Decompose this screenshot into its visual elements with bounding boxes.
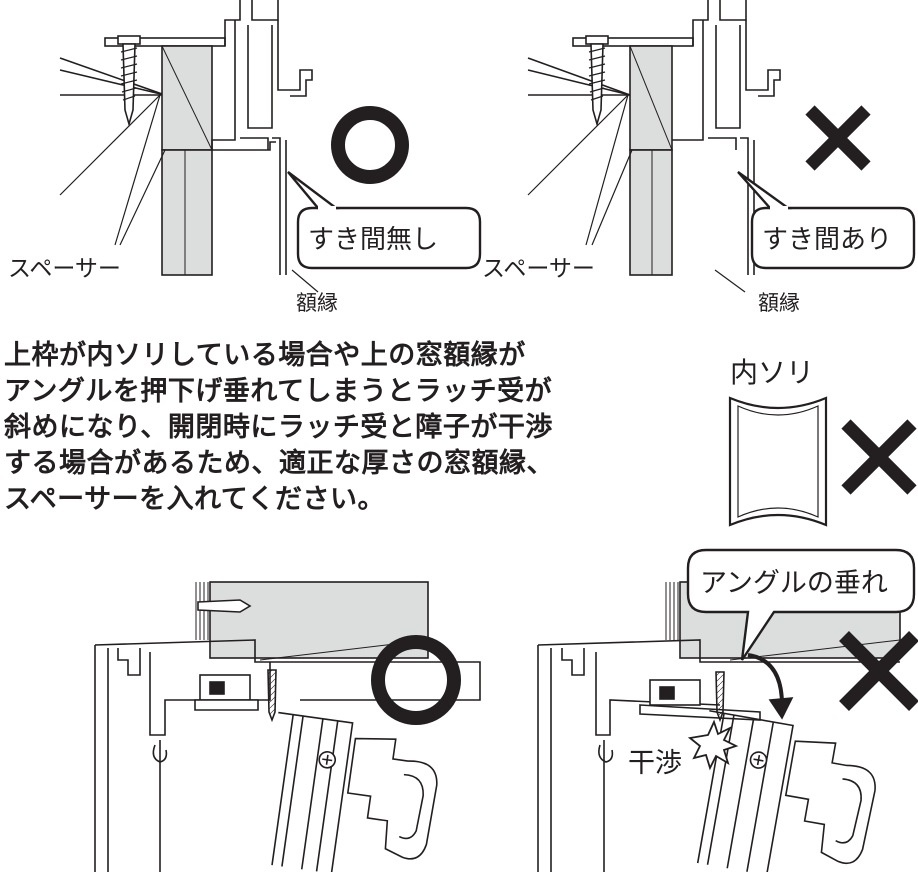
warp-label: 内ソリ — [730, 356, 814, 389]
diagram-with-gap — [527, 0, 781, 293]
label-spacer-left: スペーサー — [8, 256, 121, 282]
callout-with-gap-text: すき間あり — [762, 225, 892, 255]
diagram-latch-sagging — [537, 581, 901, 872]
correct-mark-icon — [331, 106, 409, 184]
instruction-line: する場合があるため、適正な厚さの窓額縁、 — [4, 448, 554, 479]
diagram-latch-correct — [94, 581, 481, 872]
callout-no-gap-text: すき間無し — [308, 225, 438, 255]
instruction-line: スペーサーを入れてください。 — [4, 484, 385, 515]
warp-illustration — [728, 396, 828, 527]
callout-with-gap — [737, 171, 916, 270]
label-frame-right: 額縁 — [758, 291, 800, 315]
label-interference: 干渉 — [628, 748, 682, 779]
instruction-line: 斜めになり、開閉時にラッチ受と障子が干渉 — [4, 412, 553, 443]
diagram-no-gap — [59, 0, 319, 293]
incorrect-mark-icon — [841, 419, 917, 495]
screw-icon — [585, 35, 609, 127]
instruction-line: 上枠が内ソリしている場合や上の窓額縁が — [4, 340, 526, 371]
incorrect-mark-icon — [805, 105, 871, 171]
incorrect-mark-icon — [839, 631, 918, 711]
screw-icon — [117, 35, 141, 127]
instruction-paragraph: 上枠が内ソリしている場合や上の窓額縁が アングルを押下げ垂れてしまうとラッチ受が… — [4, 338, 604, 518]
callout-angle-sag-text: アングルの垂れ — [700, 568, 888, 599]
callout-angle-sag — [686, 548, 916, 661]
callout-no-gap — [287, 171, 482, 270]
label-frame-left: 額縁 — [296, 291, 338, 315]
correct-mark-icon — [371, 635, 461, 725]
label-spacer-right: スペーサー — [482, 256, 595, 282]
interference-burst-icon — [687, 719, 739, 771]
instruction-line: アングルを押下げ垂れてしまうとラッチ受が — [4, 376, 553, 407]
